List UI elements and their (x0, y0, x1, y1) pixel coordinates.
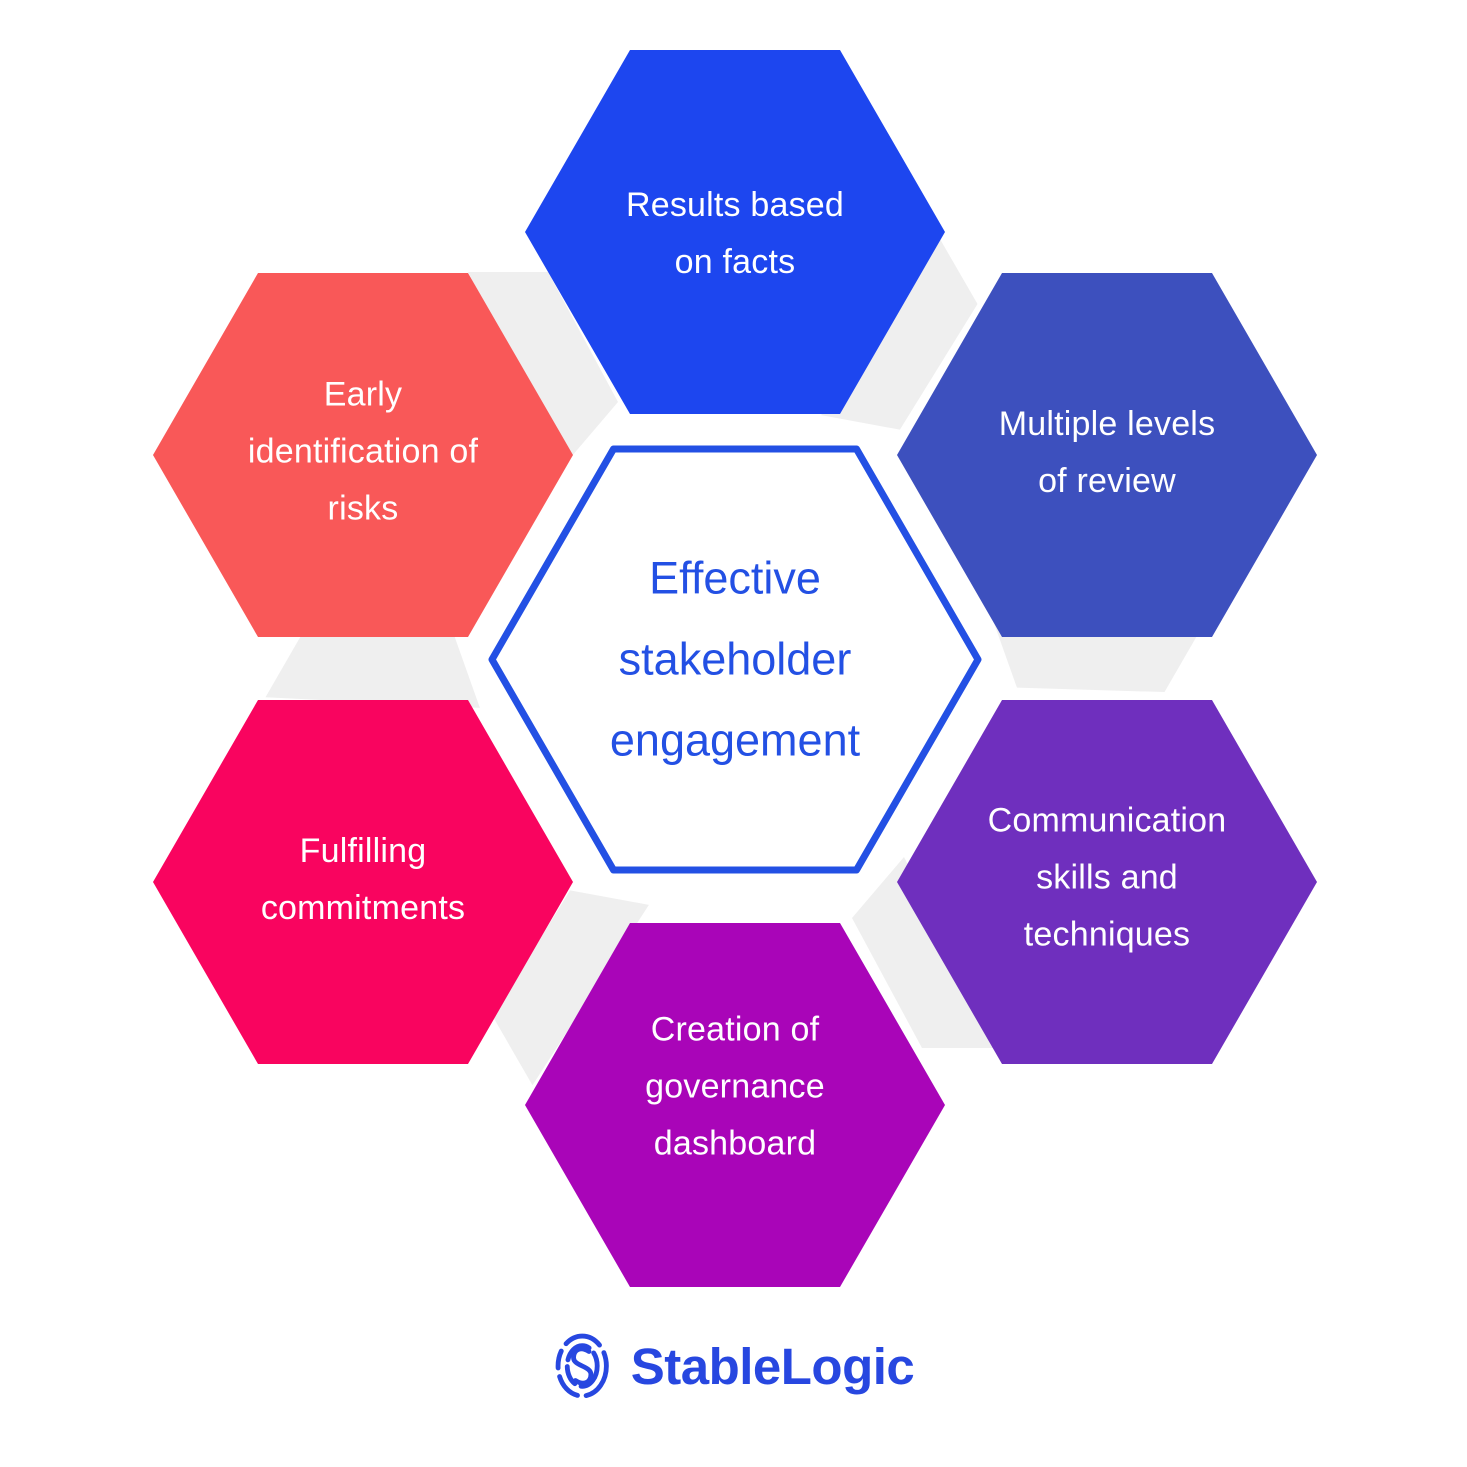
gray-connector-bands (265, 234, 1205, 1086)
label-fulfilling-commitments: Fulfilling commitments (260, 831, 466, 927)
center-title: Effective stakeholder engagement (609, 552, 861, 766)
label-results-based-on-facts: Results based on facts (625, 185, 845, 281)
fingerprint-middle-ridge (564, 1343, 600, 1389)
hexagon-center-effective-stakeholder-engagement (488, 445, 982, 874)
gray-band (468, 272, 618, 463)
label-communication-skills: Communication skills and techniques (987, 801, 1227, 954)
hexagon-results-based-on-facts (525, 50, 945, 414)
label-governance-dashboard: Creation of governance dashboard (645, 1010, 825, 1163)
logo-wordmark: StableLogic (630, 1337, 915, 1395)
hexagon-multiple-levels-of-review (897, 273, 1317, 637)
gray-band (821, 234, 978, 430)
fingerprint-outer-ridge (555, 1333, 609, 1399)
stablelogic-logo: StableLogic (553, 1330, 915, 1402)
gray-band (852, 857, 1002, 1048)
fingerprint-s-logo-icon (555, 1333, 609, 1399)
hexagon-governance-dashboard (525, 923, 945, 1287)
gray-band (492, 890, 649, 1086)
hexagon-fulfilling-commitments (153, 700, 573, 1064)
fingerprint-s-curve (570, 1346, 593, 1386)
label-multiple-levels-of-review: Multiple levels of review (998, 404, 1216, 500)
hexagon-early-identification-of-risks (153, 273, 573, 637)
hexagon-communication-skills (897, 700, 1317, 1064)
label-early-identification-of-risks: Early identification of risks (247, 375, 479, 528)
gray-band (265, 627, 480, 708)
